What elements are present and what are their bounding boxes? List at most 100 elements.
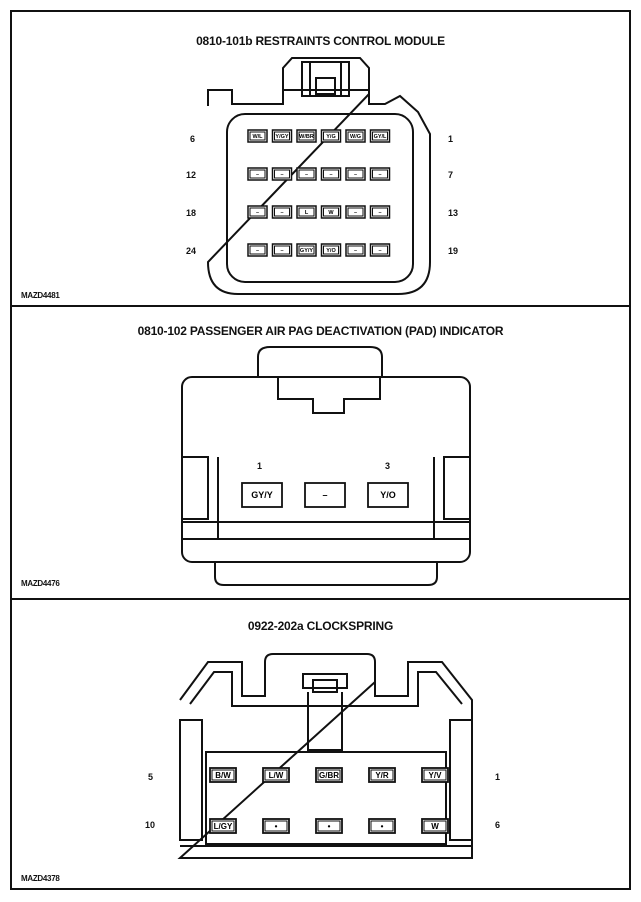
pin-box [271, 129, 293, 143]
pin-box [369, 129, 391, 143]
diagram-frame [10, 10, 631, 890]
pin-cell: • [368, 818, 396, 834]
pin-box-inner [423, 769, 447, 781]
pin-box [345, 205, 366, 219]
pin-label: Y/O [326, 248, 336, 254]
pin-label: – [354, 172, 357, 178]
pin-label: – [305, 172, 308, 178]
pin-cell: – [369, 167, 391, 181]
pin-box-inner [423, 820, 447, 832]
pin-box-inner [298, 131, 315, 141]
pin-box [320, 243, 342, 257]
pin-cell: GY/L [369, 129, 391, 143]
pin-cell: – [271, 243, 293, 257]
pin-number-left: 5 [148, 772, 154, 782]
pin-box-inner [347, 207, 364, 217]
pin-box-inner [264, 769, 288, 781]
pin-cell: W/BR [296, 129, 317, 143]
pin-box-inner [347, 169, 364, 179]
pin-box [209, 767, 237, 783]
pin-box [296, 167, 317, 181]
pin-cell: Y/V [421, 767, 449, 783]
pin-grid: GY/Y–Y/O [241, 482, 409, 508]
pin-cell: – [271, 167, 293, 181]
connector-panel-pad: 0810-102 PASSENGER AIR PAG DEACTIVATION … [10, 307, 631, 598]
connector-title: 0922-202a CLOCKSPRING [247, 619, 394, 633]
pin-box [345, 167, 366, 181]
pin-label: • [328, 822, 331, 831]
pin-box [262, 818, 290, 834]
pin-cell: – [247, 167, 268, 181]
pin-box-inner [274, 131, 290, 141]
pin-box-inner [347, 131, 364, 141]
pin-number-left: 10 [145, 820, 156, 830]
connector-title: 0810-102 PASSENGER AIR PAG DEACTIVATION … [137, 324, 504, 338]
pin-box [247, 167, 268, 181]
pin-box [271, 243, 293, 257]
pin-label: – [256, 210, 259, 216]
pin-box-inner [372, 207, 388, 217]
panel-divider [10, 305, 631, 307]
pin-box-inner [211, 769, 235, 781]
pin-box [421, 818, 449, 834]
pin-number-right: 7 [448, 170, 454, 180]
pin-label: L [305, 210, 309, 216]
pin-box-inner [298, 169, 315, 179]
pin-label: W/G [350, 134, 361, 140]
pin-box-inner [317, 769, 341, 781]
pin-box-inner [264, 820, 288, 832]
pin-box-inner [298, 207, 315, 217]
pin-cell: W/G [345, 129, 366, 143]
pin-box [315, 818, 343, 834]
pin-box [369, 167, 391, 181]
pin-box-inner [372, 169, 388, 179]
pin-cell: – [345, 167, 366, 181]
pin-label: W/L [252, 134, 263, 140]
pin-label: – [329, 172, 332, 178]
pin-cell: – [345, 243, 366, 257]
pin-box [320, 129, 342, 143]
pin-cell: W [421, 818, 449, 834]
pin-cell: Y/R [368, 767, 396, 783]
pin-label: B/W [215, 771, 231, 780]
pin-box [296, 205, 317, 219]
pin-box-inner [249, 245, 266, 255]
pin-box-inner [372, 131, 388, 141]
pin-box [421, 767, 449, 783]
connector-panel-rcm: 0810-101b RESTRAINTS CONTROL MODULE MAZD… [10, 12, 631, 305]
pin-label: – [378, 172, 381, 178]
pin-label: Y/GY [275, 134, 288, 140]
pin-cell: – [320, 167, 342, 181]
pin-number-right: 3 [385, 461, 391, 471]
pin-box [247, 243, 268, 257]
pin-box [304, 482, 346, 508]
pin-label: – [378, 248, 381, 254]
pin-label: • [381, 822, 384, 831]
pin-box [247, 205, 268, 219]
pin-label: – [256, 172, 259, 178]
pin-box [368, 818, 396, 834]
pin-box [271, 205, 293, 219]
pin-box [320, 167, 342, 181]
pin-cell: – [247, 205, 268, 219]
pin-number-left: 24 [186, 246, 197, 256]
pin-cell: – [369, 205, 391, 219]
pin-label: Y/G [326, 134, 335, 140]
pin-cell: – [345, 205, 366, 219]
pin-box-inner [317, 820, 341, 832]
panel-divider [10, 598, 631, 600]
pin-cell: GY/Y [241, 482, 283, 508]
pin-number-left: 6 [190, 134, 196, 144]
figure-code: MAZD4476 [21, 579, 60, 588]
pin-box [241, 482, 283, 508]
pin-cell: Y/O [367, 482, 409, 508]
pin-box-inner [347, 245, 364, 255]
pin-box [262, 767, 290, 783]
pin-box-inner [298, 245, 315, 255]
pin-label: GY/Y [251, 490, 273, 500]
pin-cell: – [369, 243, 391, 257]
pin-box-inner [249, 207, 266, 217]
